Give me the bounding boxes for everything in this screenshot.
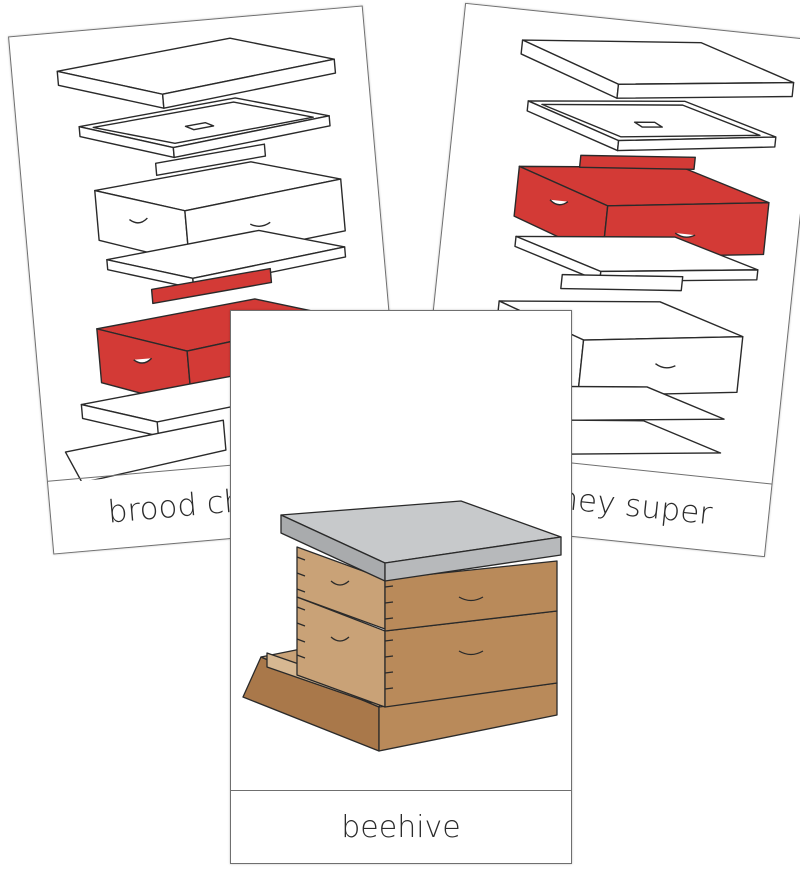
- outer-cover-icon: [520, 39, 795, 99]
- hive-lid-icon: [280, 500, 562, 582]
- brood-box-icon: [296, 596, 558, 708]
- card-caption: beehive: [231, 790, 571, 863]
- outer-cover-icon: [56, 37, 337, 109]
- beehive-card[interactable]: beehive: [230, 310, 572, 864]
- honey-super-icon: [296, 546, 558, 632]
- honey-super-box-icon: [513, 154, 770, 259]
- inner-cover-icon: [78, 97, 331, 159]
- queen-excluder-icon: [514, 235, 759, 283]
- beehive-illustration: [242, 500, 562, 752]
- inner-cover-icon: [526, 100, 777, 152]
